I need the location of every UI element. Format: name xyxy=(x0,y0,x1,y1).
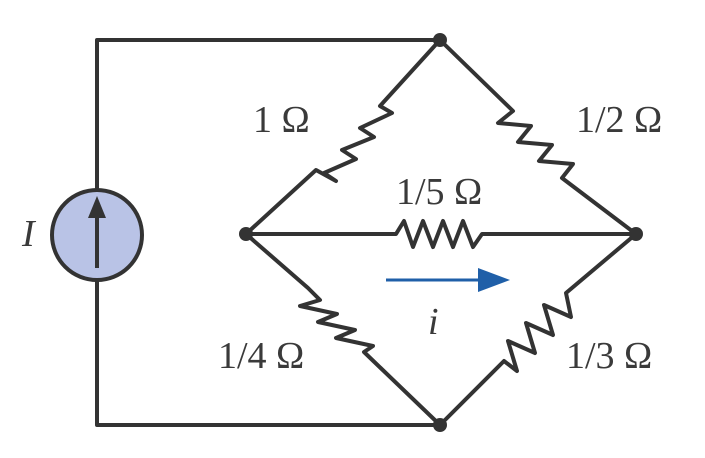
node-bottom xyxy=(433,418,447,432)
resistor-middle-label: 1/5 Ω xyxy=(396,171,482,213)
resistor-bottom-right-label: 1/3 Ω xyxy=(566,335,652,377)
source-label: I xyxy=(21,213,37,255)
resistor-bottom-left-label: 1/4 Ω xyxy=(218,335,304,377)
node-top xyxy=(433,33,447,47)
wire-top-left-branch xyxy=(244,38,442,236)
wire-bottom-left-branch xyxy=(244,232,442,427)
wire-bottom xyxy=(95,278,442,427)
current-source-icon xyxy=(50,188,144,282)
wire-top xyxy=(95,38,442,192)
current-label: i xyxy=(428,301,439,343)
wire-top-right-branch xyxy=(438,38,638,236)
node-right xyxy=(629,227,643,241)
wire-bottom-right-branch xyxy=(438,232,638,427)
current-arrow-icon xyxy=(386,268,510,292)
wire-middle-branch xyxy=(244,219,638,249)
resistor-top-left-label: 1 Ω xyxy=(253,99,310,141)
resistor-top-right-label: 1/2 Ω xyxy=(576,99,662,141)
node-left xyxy=(239,227,253,241)
